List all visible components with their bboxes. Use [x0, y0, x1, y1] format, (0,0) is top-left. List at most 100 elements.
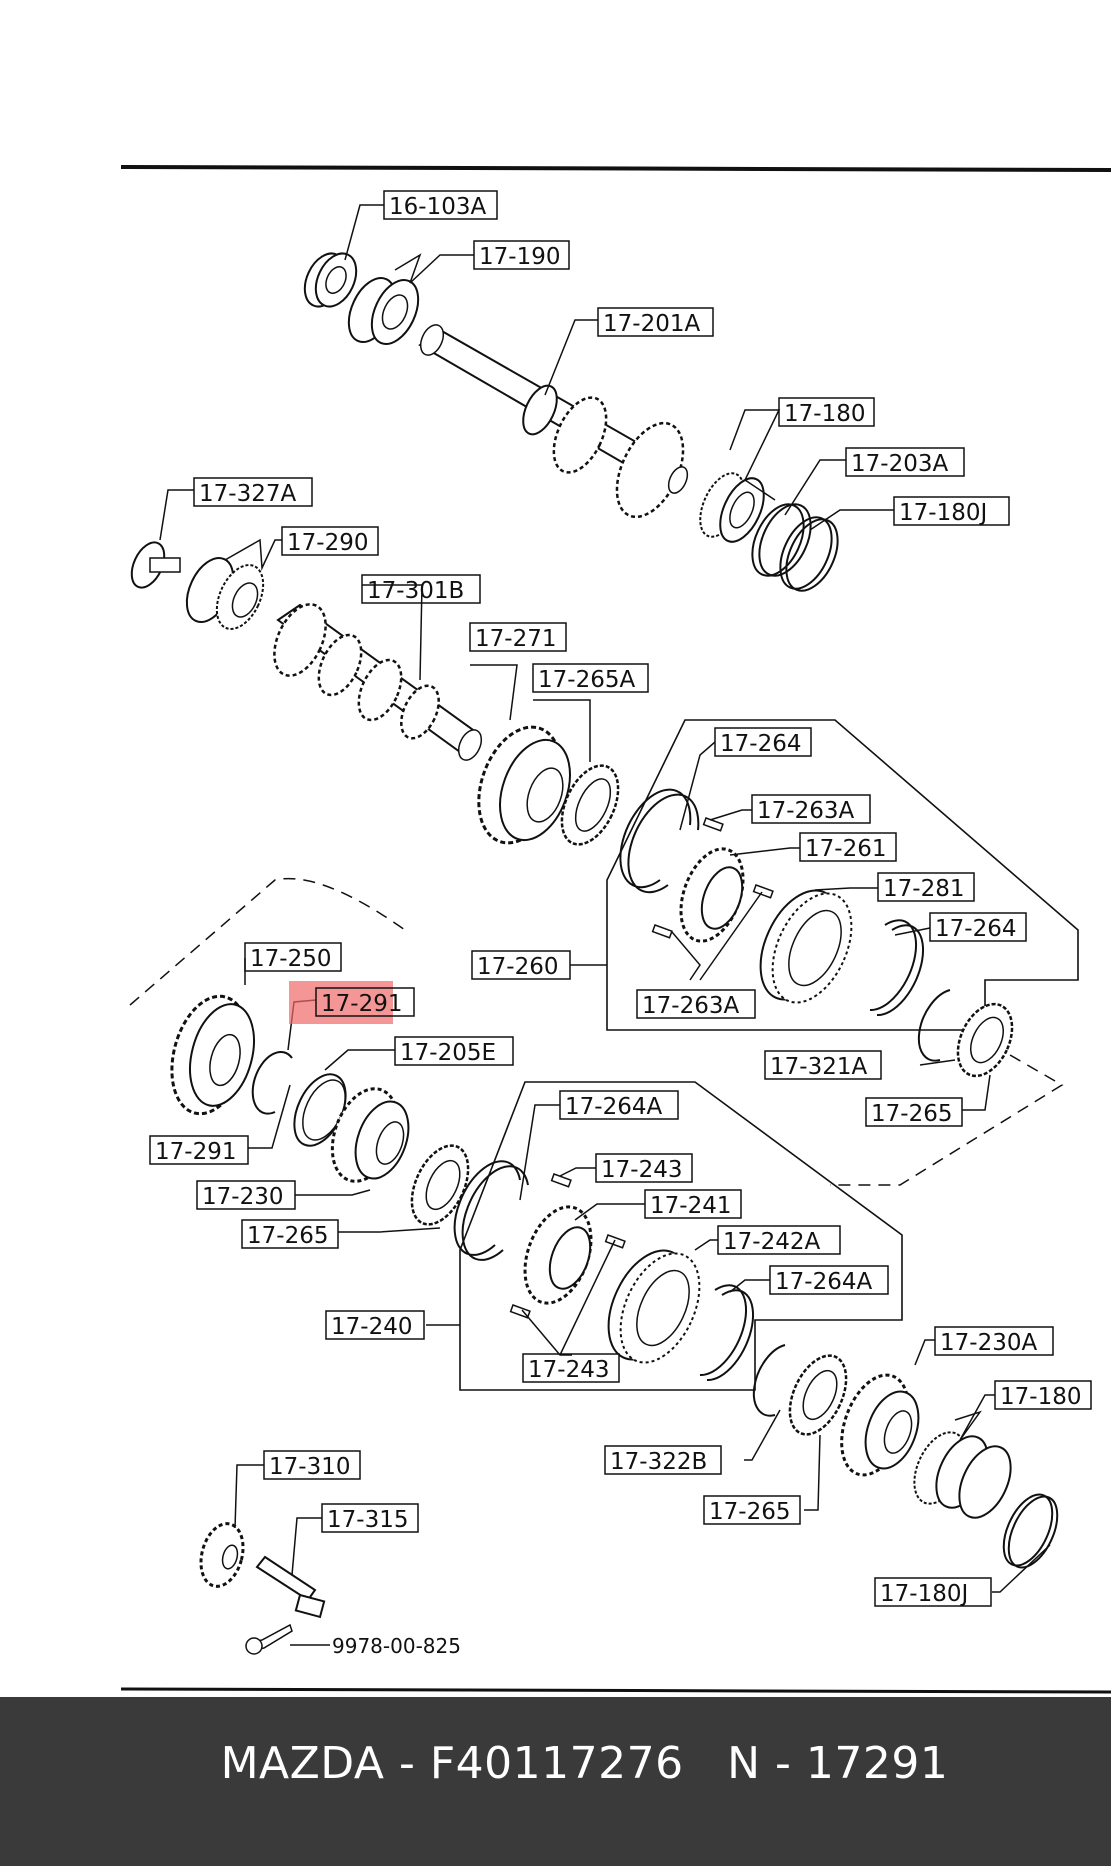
label-text: 17-261 — [805, 836, 886, 862]
snap-ring-17-264a-a — [453, 1160, 529, 1261]
bearing-17-180-top — [699, 472, 765, 543]
label-17-260: 17-260 — [471, 950, 571, 980]
shaft-17-315 — [255, 1555, 326, 1619]
label-17-243-a: 17-243 — [595, 1153, 693, 1183]
label-text: 16-103A — [389, 194, 486, 220]
key-17-263a — [651, 817, 774, 939]
hub-17-261 — [679, 847, 745, 943]
label-text: 17-263A — [757, 798, 854, 824]
bottom-rule — [120, 1687, 1111, 1694]
label-17-240: 17-240 — [325, 1310, 425, 1340]
label-text: 17-205E — [400, 1040, 496, 1066]
bolt-9978-00-825 — [245, 1623, 293, 1655]
label-17-180-bottom: 17-180 — [994, 1380, 1092, 1410]
snap-ring-17-291 — [251, 1051, 293, 1115]
snap-ring-17-264-b — [869, 919, 925, 1017]
footer-caption: MAZDA - F40117276 N - 17291 — [163, 1687, 949, 1840]
label-text: 17-315 — [327, 1507, 408, 1533]
bearing-17-190 — [347, 277, 420, 345]
separator: - — [384, 1738, 430, 1789]
label-text: 17-301B — [367, 578, 464, 604]
label-text: 17-230 — [202, 1184, 283, 1210]
label-17-327a: 17-327A — [193, 477, 313, 507]
label-17-241: 17-241 — [644, 1189, 742, 1219]
top-rule — [120, 165, 1111, 172]
label-17-310: 17-310 — [263, 1450, 361, 1480]
label-text: 17-260 — [477, 954, 558, 980]
label-text: 17-264A — [775, 1269, 872, 1295]
label-17-265-right: 17-265 — [865, 1097, 963, 1127]
label-17-180j-top: 17-180J — [893, 496, 1010, 526]
label-17-291: 17-291 — [149, 1135, 249, 1165]
label-text: 17-321A — [770, 1054, 867, 1080]
sleeve-17-281 — [759, 889, 853, 1004]
label-17-315: 17-315 — [321, 1503, 419, 1533]
bearing-16-103a — [303, 252, 358, 308]
label-17-265a: 17-265A — [532, 663, 649, 693]
label-17-242a: 17-242A — [717, 1225, 841, 1255]
label-9978-00-825: 9978-00-825 — [332, 1634, 461, 1658]
dashed-outline-right — [830, 1054, 1064, 1186]
label-text: 17-265A — [538, 667, 635, 693]
label-text: 17-240 — [331, 1314, 412, 1340]
snap-ring-17-264-a — [619, 788, 700, 894]
label-text: 17-291 — [155, 1139, 236, 1165]
label-17-291-highlighted: 17-291 — [315, 987, 415, 1017]
gear-17-310 — [199, 1522, 245, 1588]
label-text: 17-250 — [250, 946, 331, 972]
label-17-263a-b: 17-263A — [636, 989, 756, 1019]
hub-17-241 — [523, 1205, 593, 1305]
label-text: 17-290 — [287, 530, 368, 556]
dashed-outline-left — [129, 877, 406, 1006]
label-text: 17-271 — [475, 626, 556, 652]
label-17-301b: 17-301B — [361, 574, 481, 604]
label-17-205e: 17-205E — [394, 1036, 514, 1066]
label-text: 17-190 — [479, 244, 560, 270]
label-17-281: 17-281 — [877, 872, 975, 902]
sleeve-17-242a — [607, 1249, 701, 1364]
footer-bar: MAZDA - F40117276 N - 17291 — [0, 1697, 1111, 1866]
snap-ring-17-264a-b — [699, 1284, 755, 1382]
bearing-17-290 — [185, 557, 265, 630]
race-17-203a — [751, 503, 812, 577]
plate-17-327a — [130, 541, 181, 589]
label-17-243-b: 17-243 — [522, 1353, 620, 1383]
shim-17-180j-top — [779, 516, 839, 592]
ring-17-265-right — [956, 1002, 1014, 1078]
assembly-outline-17-260 — [606, 719, 1079, 1031]
label-text: 17-265 — [709, 1499, 790, 1525]
label-17-264a-a: 17-264A — [559, 1090, 679, 1120]
label-text: 17-242A — [723, 1229, 820, 1255]
label-17-263a-a: 17-263A — [751, 794, 871, 824]
key-17-243 — [509, 1173, 626, 1319]
label-text: 17-243 — [601, 1157, 682, 1183]
label-text: 9978-00-825 — [332, 1634, 461, 1658]
label-text: 17-180J — [880, 1581, 968, 1607]
part-number: F40117276 — [429, 1738, 684, 1789]
label-17-265-bottom: 17-265 — [703, 1495, 801, 1525]
label-text: 17-230A — [940, 1330, 1037, 1356]
label-17-180j-bottom: 17-180J — [874, 1577, 992, 1607]
snap-ring-17-322b — [752, 1344, 786, 1417]
gap — [684, 1738, 727, 1789]
snap-ring-17-321a — [917, 989, 951, 1062]
label-17-230a: 17-230A — [934, 1326, 1054, 1356]
leader-lines — [159, 204, 1051, 1646]
ref-number: 17291 — [805, 1738, 949, 1789]
label-17-290: 17-290 — [281, 526, 379, 556]
label-text: 17-281 — [883, 876, 964, 902]
parts-diagram: 16-103A 17-190 17-201A 17-180 17-203A 17… — [120, 165, 1111, 1694]
label-17-250: 17-250 — [244, 942, 342, 972]
label-17-264-a: 17-264 — [714, 727, 812, 757]
ref-prefix: N - — [727, 1738, 806, 1789]
label-17-203a: 17-203A — [845, 447, 965, 477]
label-text: 17-180J — [899, 500, 987, 526]
label-17-190: 17-190 — [473, 240, 570, 270]
label-17-321a: 17-321A — [764, 1050, 882, 1080]
label-17-180-top: 17-180 — [778, 397, 875, 427]
label-text: 17-180 — [1000, 1384, 1081, 1410]
brand-name: MAZDA — [220, 1738, 385, 1789]
gear-17-271 — [477, 725, 571, 845]
shaft-17-201a — [418, 324, 689, 519]
shaft-17-301b — [273, 603, 483, 761]
